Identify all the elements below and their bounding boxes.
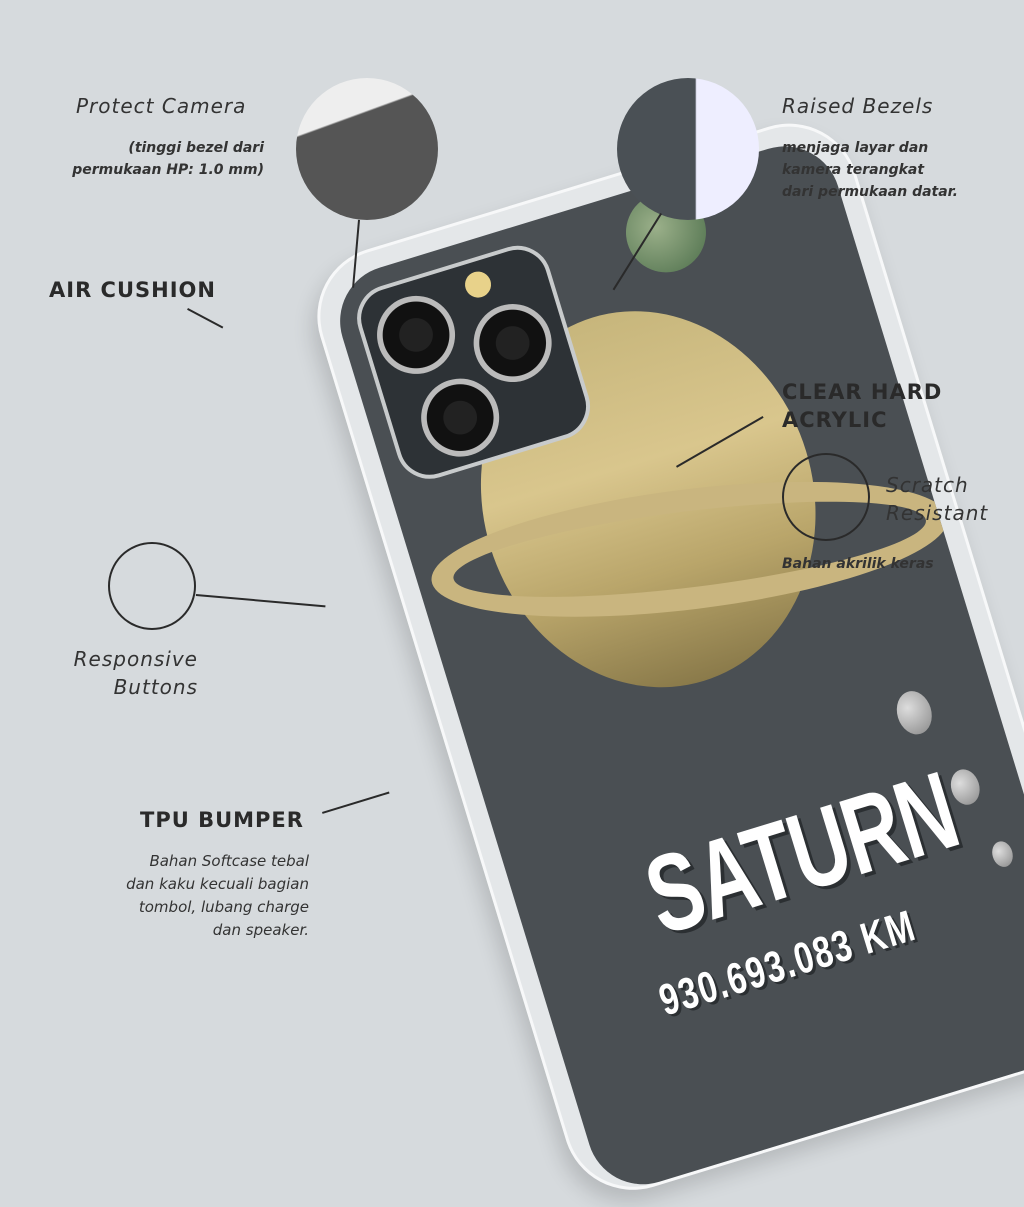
- camera-lens: [367, 286, 465, 384]
- planet-title: SATURN: [632, 748, 971, 959]
- air-cushion-label: AIR CUSHION: [49, 278, 216, 302]
- scratch-resistant-icon: [782, 453, 870, 541]
- case-print: SATURN 930.693.083 KM: [326, 132, 1024, 1199]
- label-line: Responsive: [73, 647, 198, 671]
- moon: [891, 686, 937, 739]
- responsive-buttons-icon: [108, 542, 196, 630]
- tpu-bumper-label: TPU BUMPER: [140, 808, 304, 832]
- scratch-resistant-label: Scratch Resistant: [886, 471, 988, 527]
- label-line: ACRYLIC: [782, 408, 888, 432]
- camera-lens: [411, 368, 509, 467]
- camera-closeup: [296, 78, 438, 220]
- callout-line: [322, 791, 390, 814]
- label-line: Buttons: [113, 675, 198, 699]
- protect-camera-title: Protect Camera: [76, 94, 247, 118]
- moon: [946, 765, 984, 809]
- desc-line: dari permukaan datar.: [782, 184, 958, 200]
- raised-bezels-desc: menjaga layar dan kamera terangkat dari …: [782, 137, 958, 203]
- label-line: Scratch: [886, 473, 969, 497]
- scratch-desc: Bahan akrilik keras: [782, 556, 934, 572]
- callout-line: [187, 308, 224, 329]
- moon: [989, 838, 1016, 870]
- desc-line: tombol, lubang charge: [138, 898, 309, 916]
- raised-bezels-title: Raised Bezels: [782, 94, 934, 118]
- bezel-closeup: [617, 78, 759, 220]
- desc-line: permukaan HP: 1.0 mm): [72, 162, 264, 178]
- desc-line: Bahan Softcase tebal: [149, 852, 309, 870]
- phone-case: SATURN 930.693.083 KM: [300, 106, 1024, 1207]
- label-line: CLEAR HARD: [782, 380, 943, 404]
- callout-line: [195, 594, 326, 608]
- desc-line: (tinggi bezel dari: [128, 140, 264, 156]
- desc-line: dan speaker.: [212, 921, 309, 939]
- camera-lens: [463, 294, 562, 392]
- desc-line: dan kaku kecuali bagian: [126, 875, 309, 893]
- flash: [461, 268, 495, 301]
- responsive-buttons-label: Responsive Buttons: [62, 645, 198, 701]
- desc-line: kamera terangkat: [782, 162, 925, 178]
- desc-line: menjaga layar dan: [782, 140, 929, 156]
- protect-camera-desc: (tinggi bezel dari permukaan HP: 1.0 mm): [72, 137, 264, 181]
- label-line: Resistant: [886, 501, 989, 525]
- clear-hard-acrylic-label: CLEAR HARD ACRYLIC: [782, 378, 942, 434]
- tpu-desc: Bahan Softcase tebal dan kaku kecuali ba…: [126, 850, 309, 942]
